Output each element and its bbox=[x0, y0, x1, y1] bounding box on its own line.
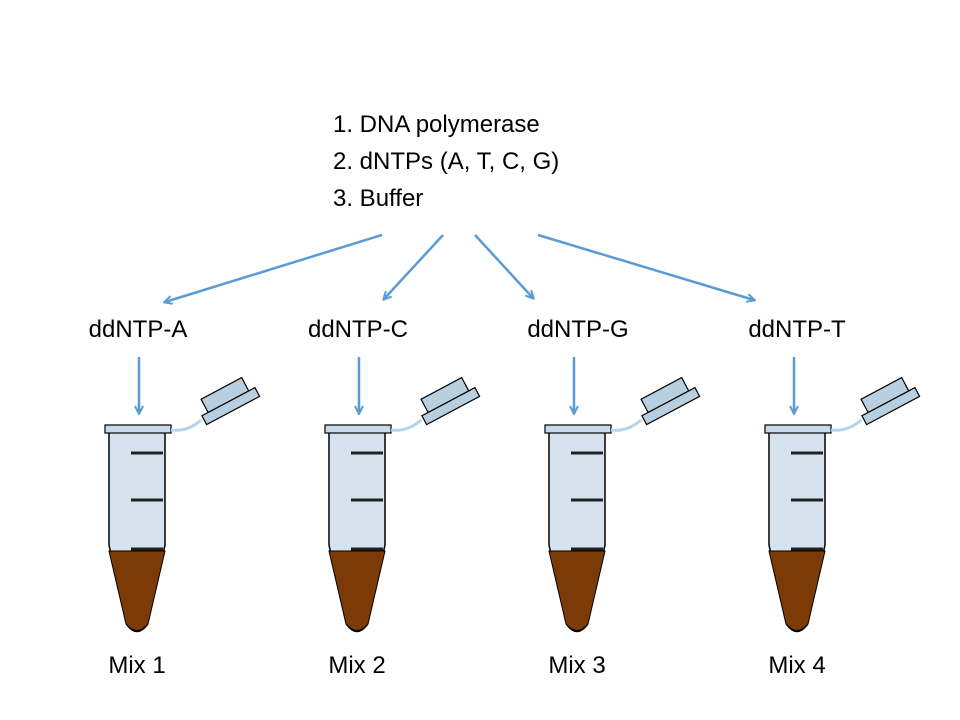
arrow-to-ddntp-g bbox=[474, 234, 533, 298]
tube-cap bbox=[860, 376, 921, 426]
ddntp-label-g: ddNTP-G bbox=[527, 316, 629, 343]
tube-rim bbox=[324, 424, 392, 434]
ddntp-label-t: ddNTP-T bbox=[748, 316, 846, 343]
arrow-to-ddntp-c bbox=[384, 234, 444, 299]
cap-hinge bbox=[390, 418, 423, 432]
tube-cap bbox=[640, 376, 701, 426]
tube-2 bbox=[324, 357, 481, 633]
reagent-list: 1. DNA polymerase 2. dNTPs (A, T, C, G) … bbox=[333, 106, 559, 217]
cap-hinge bbox=[610, 418, 643, 432]
arrow-to-ddntp-a bbox=[165, 233, 383, 302]
reagent-item: 1. DNA polymerase bbox=[333, 111, 540, 138]
tube-cap bbox=[200, 376, 261, 426]
tube-rim bbox=[544, 424, 612, 434]
tube-cap bbox=[420, 376, 481, 426]
mix-label-4: Mix 4 bbox=[768, 652, 826, 679]
arrow-to-ddntp-t bbox=[537, 233, 754, 300]
ddntp-label-a: ddNTP-A bbox=[88, 316, 188, 343]
tube-rim bbox=[104, 424, 172, 434]
liquid bbox=[328, 550, 386, 631]
tube-rim bbox=[764, 424, 832, 434]
cap-hinge bbox=[170, 418, 203, 432]
liquid bbox=[108, 550, 166, 631]
mix-label-2: Mix 2 bbox=[328, 652, 386, 679]
liquid bbox=[768, 550, 826, 631]
mix-label-3: Mix 3 bbox=[548, 652, 606, 679]
tube-4 bbox=[764, 357, 921, 633]
tube-3 bbox=[544, 357, 701, 633]
cap-hinge bbox=[830, 418, 863, 432]
mix-label-1: Mix 1 bbox=[108, 652, 166, 679]
ddntp-label-c: ddNTP-C bbox=[307, 316, 409, 343]
tube-1 bbox=[104, 357, 261, 633]
reagent-item: 2. dNTPs (A, T, C, G) bbox=[333, 148, 560, 175]
distribution-arrows bbox=[165, 233, 754, 302]
reagent-item: 3. Buffer bbox=[333, 185, 424, 212]
liquid bbox=[548, 550, 606, 631]
